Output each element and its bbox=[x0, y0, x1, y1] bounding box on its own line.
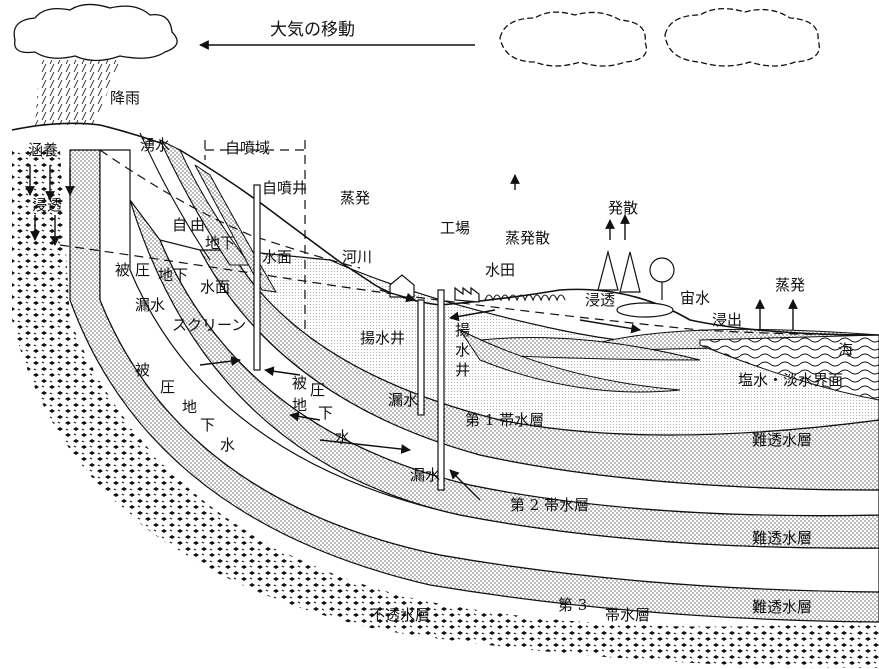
evaporation-river-label: 蒸発 bbox=[340, 189, 370, 207]
confined-gw2-1: 被 bbox=[292, 374, 307, 392]
confined-gw2-5: 水 bbox=[335, 428, 350, 446]
seepage-label: 浸出 bbox=[712, 311, 742, 329]
sea-area bbox=[699, 334, 879, 401]
free-char-2: 由 bbox=[190, 216, 205, 234]
rain-shower bbox=[35, 60, 120, 125]
flowing-well[interactable] bbox=[253, 184, 261, 371]
aquifer-1-label: 第 1 帯水層 bbox=[465, 411, 544, 429]
sea-label: 海 bbox=[838, 341, 853, 359]
aquifer-2-label: 第 2 帯水層 bbox=[510, 496, 589, 514]
screen-label: スクリーン bbox=[172, 316, 246, 334]
spring-water-label: 湧水 bbox=[140, 136, 170, 154]
confined-gw2-4: 下 bbox=[318, 404, 333, 422]
house-icon bbox=[389, 274, 415, 298]
paddy-field-label: 水田 bbox=[485, 261, 515, 279]
leakage-lower-label: 漏水 bbox=[410, 466, 440, 484]
aquitard-3-label: 難透水層 bbox=[752, 598, 812, 616]
evaporation-sea-label: 蒸発 bbox=[775, 276, 805, 294]
confined-surface-2: 圧 bbox=[135, 261, 150, 279]
pumping-well-left[interactable] bbox=[417, 299, 425, 416]
flowing-well-label: 自噴井 bbox=[262, 179, 307, 197]
aquitard-2-label: 難透水層 bbox=[752, 529, 812, 547]
labels: 大気の移動 降雨 涵養 浸透 湧水 自噴域 自噴井 蒸発 河川 自 由 地下 水… bbox=[28, 20, 853, 624]
factory-label: 工場 bbox=[440, 219, 470, 237]
pumping-well-left-label: 揚水井 bbox=[360, 329, 405, 347]
flowing-zone-label: 自噴域 bbox=[225, 139, 270, 157]
impermeable-layer-label: 不透水層 bbox=[370, 606, 430, 624]
leakage-upper-label: 漏水 bbox=[135, 296, 165, 314]
confined-gw-5: 水 bbox=[220, 436, 235, 454]
flowing-zone-bracket bbox=[204, 140, 306, 330]
atmosphere-movement-label: 大気の移動 bbox=[270, 20, 355, 40]
free-char-3: 地下 bbox=[205, 234, 235, 252]
confined-gw-3: 地 bbox=[182, 398, 197, 416]
tree-group bbox=[597, 249, 675, 300]
evapotranspiration-label: 蒸発散 bbox=[505, 229, 550, 247]
aquitard-1-label: 難透水層 bbox=[752, 431, 812, 449]
aquifer-3-label-a: 第 3 bbox=[558, 596, 587, 614]
confined-surface-4: 水面 bbox=[200, 278, 230, 296]
paddy-crops bbox=[484, 294, 566, 302]
confined-gw2-3: 地 bbox=[292, 396, 307, 414]
confined-gw2-2: 圧 bbox=[310, 381, 325, 399]
infiltration-left-label: 浸透 bbox=[32, 196, 62, 214]
clay-lens-mid bbox=[458, 328, 681, 393]
clay-lens-lower bbox=[479, 337, 701, 361]
confined-gw-1: 被 bbox=[135, 361, 150, 379]
cloud-right bbox=[664, 8, 820, 67]
leakage-mid-label: 漏水 bbox=[388, 391, 418, 409]
cloud-middle bbox=[499, 11, 648, 67]
river-label: 河川 bbox=[342, 248, 372, 266]
confined-surface-1: 被 bbox=[115, 261, 130, 279]
pumping-well-right-1: 揚 bbox=[455, 321, 470, 339]
free-water-table bbox=[99, 149, 361, 269]
pumping-well-right-2: 水 bbox=[455, 341, 470, 359]
aquifer-3-band bbox=[99, 149, 879, 593]
aquifer-3-label-b: 帯水層 bbox=[605, 606, 650, 624]
confined-gw-4: 下 bbox=[200, 416, 215, 434]
perched-water-label: 宙水 bbox=[680, 289, 710, 307]
confined-piezometric-surface bbox=[59, 244, 879, 336]
perched-water-lens bbox=[616, 302, 674, 318]
free-char-1: 自 bbox=[172, 216, 187, 234]
pumping-well-right[interactable] bbox=[437, 289, 445, 491]
confined-gw-2: 圧 bbox=[160, 378, 175, 396]
salt-fresh-interface-label: 塩水・淡水界面 bbox=[738, 371, 843, 389]
cloud-left bbox=[13, 3, 178, 62]
impermeable-bedrock bbox=[12, 150, 879, 668]
rainfall-label: 降雨 bbox=[110, 89, 140, 107]
infiltration-right-label: 浸透 bbox=[585, 291, 615, 309]
factory-icon bbox=[454, 286, 480, 303]
flow-arrows bbox=[25, 165, 798, 501]
confined-surface-3: 地下 bbox=[158, 266, 188, 284]
pumping-well-right-3: 井 bbox=[455, 361, 470, 379]
recharge-label: 涵養 bbox=[28, 141, 58, 159]
free-char-4: 水面 bbox=[262, 248, 292, 266]
transpiration-label: 発散 bbox=[608, 199, 638, 217]
